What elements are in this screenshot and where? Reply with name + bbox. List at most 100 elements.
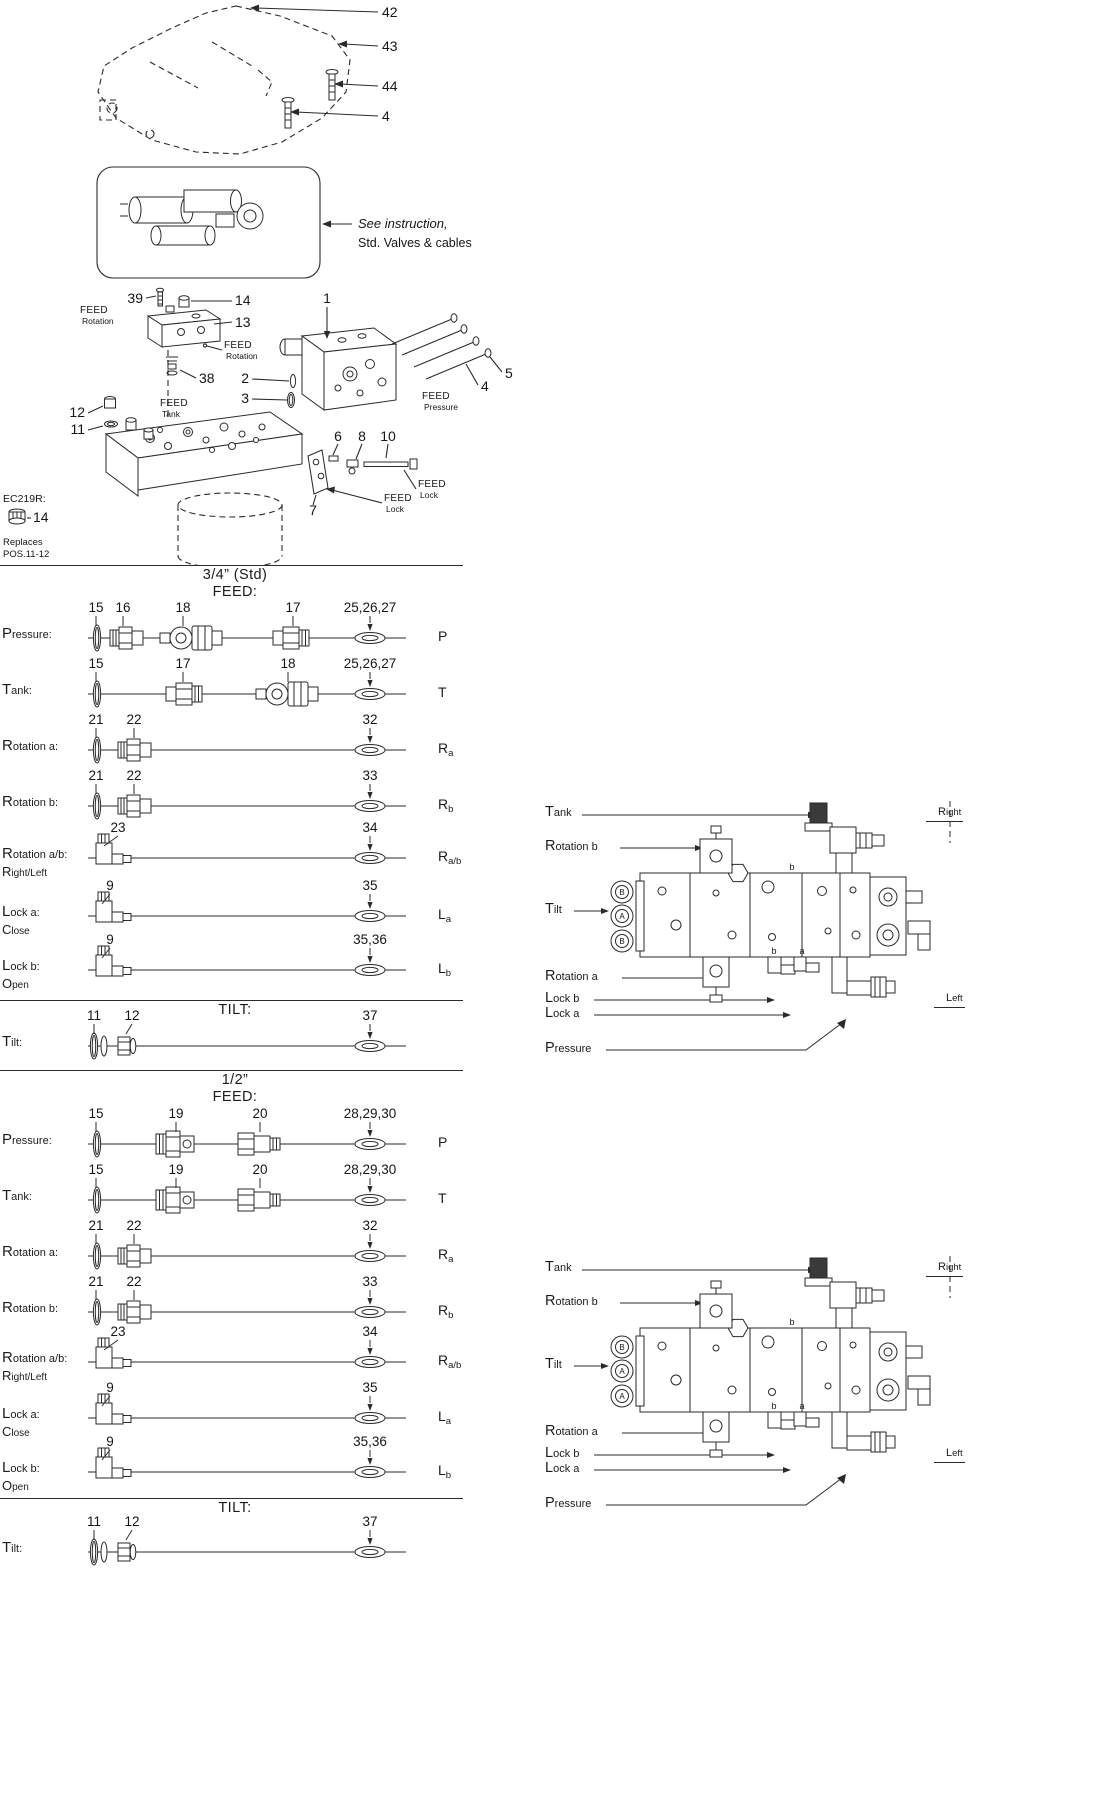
diagram-label-rotation-b: Rotation b [545, 1293, 598, 1309]
callout-14: 14 [235, 292, 251, 308]
row-label-block: Lock a:Close [2, 1407, 40, 1440]
part-callout: 25,26,27 [344, 656, 397, 671]
port-label: Rb [438, 1302, 454, 1321]
diagram-label-left: Left [934, 991, 965, 1008]
diagram-label-lock-a: Lock a [545, 1005, 580, 1021]
knob-letter: A [619, 1392, 625, 1401]
row-sublabel: Close [2, 922, 30, 938]
fitting-part [165, 682, 203, 706]
row-label: Lock b: [2, 957, 40, 974]
part-callout: 11 [88, 1008, 101, 1023]
part-callout: 18 [280, 656, 295, 671]
part-callout: 19 [168, 1162, 183, 1177]
port-label: Ra [438, 740, 454, 759]
row-label: Rotation a/b: [2, 845, 68, 862]
row-label-block: Tilt: [2, 1035, 22, 1050]
port-mark-a: a [799, 1401, 804, 1411]
row-label-block: Lock b: Open [2, 959, 40, 992]
diagram-label-lock-a: Lock a [545, 1460, 580, 1476]
fitting-part [100, 1035, 108, 1057]
cover-outline [97, 5, 351, 155]
row-label: Tank: [2, 1187, 32, 1204]
instruction-note-line2: Std. Valves & cables [358, 236, 472, 250]
fitting-part [117, 794, 152, 818]
fitting-part [354, 1412, 386, 1424]
port-label: Rb [438, 796, 454, 815]
part-callout: 33 [362, 768, 377, 783]
callout-42: 42 [382, 4, 398, 20]
port-label: T [438, 1190, 447, 1206]
part-callout: 17 [175, 656, 190, 671]
part-callout: 34 [362, 820, 378, 835]
assembly-parts [104, 287, 492, 497]
fitting-part [237, 1132, 281, 1156]
fitting-part [354, 1466, 386, 1478]
diagram-label-rotation-a: Rotation a [545, 1423, 598, 1439]
part-callout: 18 [175, 600, 190, 615]
part-callout: 34 [362, 1324, 378, 1339]
row-label-block: Rotation a: [2, 1245, 58, 1260]
row-sublabel: Open [2, 976, 29, 992]
part-callout: 11 [88, 1514, 101, 1529]
row-label-block: Tilt: [2, 1541, 22, 1556]
fitting-part [95, 833, 132, 865]
diagram-label-rotation-b: Rotation b [545, 838, 598, 854]
std-valve-sketch [120, 189, 264, 246]
instruction-note-line1: See instruction, [358, 216, 448, 231]
callout-12: 12 [69, 404, 85, 420]
fitting-part [92, 792, 102, 820]
row-label: Rotation a: [2, 1243, 59, 1260]
row-label-block: Lock a:Close [2, 905, 40, 938]
fitting-part [95, 891, 132, 923]
parts-row-drawing: 23 34 [88, 1324, 406, 1369]
fitting-part [92, 1242, 102, 1270]
callout-43: 43 [382, 38, 398, 54]
section-divider [0, 565, 463, 566]
ec-pos: POS.11-12 [3, 549, 49, 560]
fitting-part [354, 964, 386, 976]
section-34-tilt-heading: TILT: [218, 1002, 252, 1018]
part-callout: 35,36 [353, 1434, 387, 1449]
row-label-block: Rotation a/b:Right/Left [2, 1351, 67, 1384]
row-label: Pressure: [2, 1131, 52, 1148]
part-callout: 23 [110, 1324, 125, 1339]
fitting-part [95, 1337, 132, 1369]
fitting-part [89, 1032, 99, 1060]
callout-13: 13 [235, 314, 251, 330]
callout-11: 11 [70, 421, 85, 437]
callout-4: 4 [481, 378, 489, 394]
feed-lock-label: FEED [418, 479, 446, 490]
feed-rotation-sub: Rotation [82, 316, 114, 326]
part-callout: 25,26,27 [344, 600, 397, 615]
fitting-part [89, 1538, 99, 1566]
part-callout: 37 [362, 1008, 377, 1023]
part-callout: 9 [106, 1434, 114, 1449]
fitting-part [117, 1542, 137, 1562]
part-callout: 16 [115, 600, 130, 615]
fitting-part [354, 1138, 386, 1150]
diagram-label-pressure: Pressure [545, 1495, 592, 1511]
exploded-view-drawing: 42 43 44 4 See instruction, Std. Valves … [3, 4, 513, 566]
fitting-part [354, 910, 386, 922]
callout-38: 38 [199, 370, 215, 386]
part-callout: 20 [252, 1162, 267, 1177]
row-label-block: Lock b:Open [2, 1461, 40, 1494]
fitting-part [95, 1393, 132, 1425]
callout-1: 1 [323, 290, 331, 306]
fitting-part [272, 626, 310, 650]
part-callout: 37 [362, 1514, 377, 1529]
row-sublabel: Close [2, 1424, 30, 1440]
diagram-label-right: Right [926, 805, 964, 822]
diagram-label-left: Left [934, 1446, 965, 1463]
port-label: Ra/b [438, 848, 462, 867]
